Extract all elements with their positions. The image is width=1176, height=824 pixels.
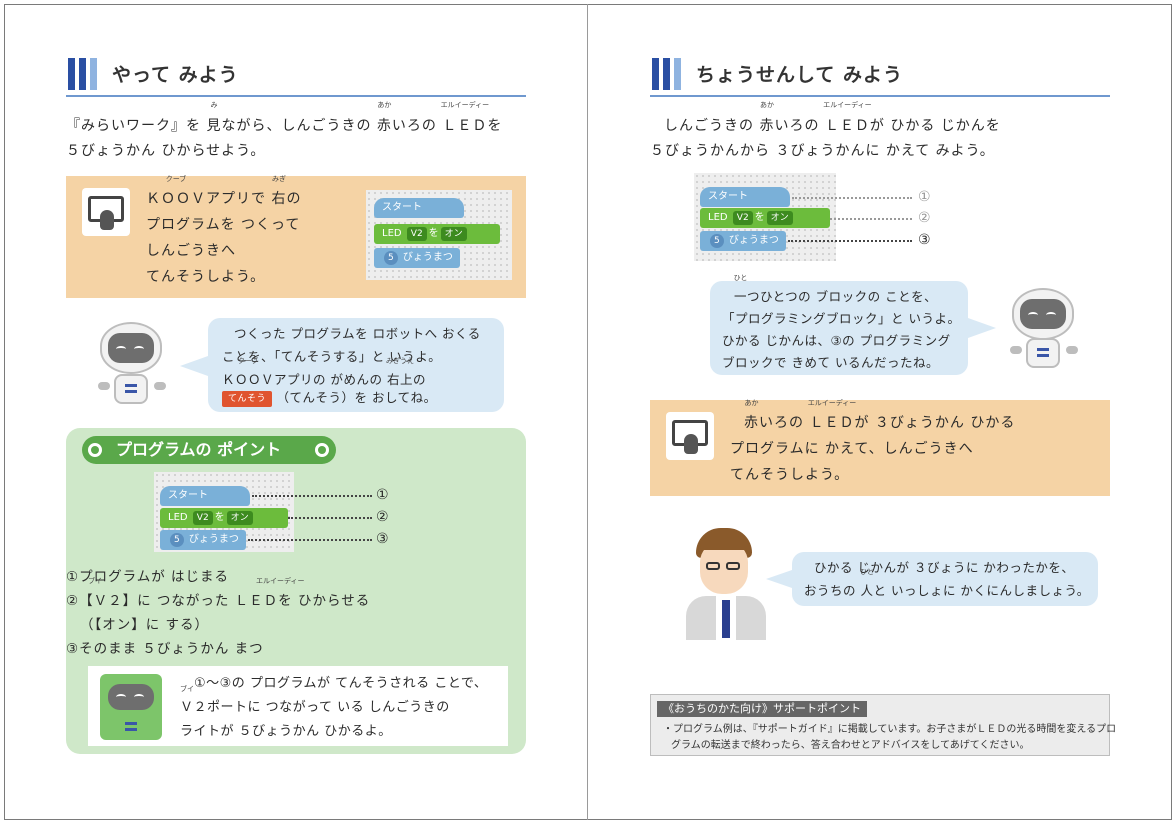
marker-2: ② bbox=[918, 210, 931, 226]
support-title: 《おうちのかた向け》サポートポイント bbox=[657, 701, 867, 717]
bubble-tail bbox=[968, 318, 996, 338]
point-right-icon bbox=[311, 439, 333, 461]
left-page: やって みよう 『みらいワーク』を 見みながら、しんごうきの 赤あかいろの ＬＥ… bbox=[66, 58, 538, 754]
teacher-bubble-tail bbox=[766, 570, 792, 588]
point-title-banner: プログラムの ポイント bbox=[82, 436, 336, 464]
point-block-start: スタート bbox=[160, 486, 250, 506]
support-line-2: グラムの転送まで終わったら、答え合わせとアドバイスをしてあげてください。 bbox=[671, 740, 1030, 751]
tablet-icon bbox=[82, 188, 130, 236]
bubble-line-2: 「プログラミングブロック」と いうよ。 bbox=[722, 311, 961, 326]
leader-2 bbox=[288, 517, 372, 519]
bubble-line-2: ことを、「てんそうする」と いうよ。 bbox=[222, 349, 442, 364]
leader-1 bbox=[252, 495, 372, 497]
heading-bars-icon bbox=[652, 58, 688, 90]
note-line-2: Ｖ２ポートに つながって いる しんごうきのブイ bbox=[180, 685, 450, 715]
leader-1 bbox=[792, 197, 912, 199]
intro-line-2: ５びょうかん ひからせよう。 bbox=[66, 143, 266, 159]
bubble-line-1: 一ひとつひとつの ブロックの ことを、 bbox=[733, 274, 938, 304]
point-item-2-sub: （【オン】に する） bbox=[80, 617, 210, 633]
point-item-3: ③そのまま ５びょうかん まつ bbox=[66, 641, 264, 657]
block-start: スタート bbox=[374, 198, 464, 218]
marker-3: ③ bbox=[918, 232, 931, 248]
block-wait: 5 びょうまつ bbox=[374, 248, 460, 268]
section-heading-left: やって みよう bbox=[68, 58, 538, 98]
leader-3 bbox=[788, 240, 912, 242]
support-point-box: 《おうちのかた向け》サポートポイント ・プログラム例は、『サポートガイド』に掲載… bbox=[650, 694, 1116, 756]
block-wait: 5 びょうまつ bbox=[700, 231, 786, 251]
point-note-box: ①〜③の プログラムが てんそうされる ことで、 Ｖ２ポートに つながって いる… bbox=[88, 666, 508, 746]
block-start: スタート bbox=[700, 187, 790, 207]
section-heading-right: ちょうせんして みよう bbox=[652, 58, 1122, 98]
heading-title: やって みよう bbox=[112, 64, 239, 86]
point-block-wait: 5 びょうまつ bbox=[160, 530, 246, 550]
marker-2: ② bbox=[376, 509, 389, 525]
heading-rule bbox=[650, 95, 1110, 97]
teacher-line-1: ひかる じかんが ３びょうに かわったかを、 bbox=[814, 560, 1075, 575]
heading-title: ちょうせんして みよう bbox=[696, 64, 904, 86]
point-item-2: ②【Ｖ２】に つながった ＬＥＤを ひからせるブイエルイーディー bbox=[66, 577, 371, 609]
bubble-line-1: つくった プログラムを ロボットへ おくる bbox=[234, 326, 481, 341]
point-title: プログラムの ポイント bbox=[116, 440, 282, 459]
marker-3: ③ bbox=[376, 531, 389, 547]
robot-speech-bubble: つくった プログラムを ロボットへ おくる ことを、「てんそうする」と いうよ。… bbox=[208, 318, 504, 412]
task-line-2: プログラムに かえて、しんごうきへ bbox=[730, 441, 974, 457]
bubble-line-3: ひかる じかんは、③の プログラミング bbox=[722, 333, 951, 348]
robot-character-icon bbox=[1008, 288, 1088, 372]
task-line-3: てんそうしよう。 bbox=[730, 467, 850, 483]
page-divider bbox=[587, 4, 588, 820]
marker-1: ① bbox=[918, 189, 931, 205]
robot-character-icon bbox=[96, 322, 176, 412]
tablet-icon bbox=[666, 412, 714, 460]
teacher-character-icon bbox=[686, 528, 768, 640]
task-line-2: プログラムを つくって bbox=[146, 217, 301, 233]
robot-speech-bubble: 一ひとつひとつの ブロックの ことを、 「プログラミングブロック」と いうよ。 … bbox=[710, 274, 968, 375]
bubble-line-4: てんそう （てんそう）を おしてね。 bbox=[222, 386, 437, 409]
note-line-1: ①〜③の プログラムが てんそうされる ことで、 bbox=[194, 676, 488, 691]
marker-1: ① bbox=[376, 487, 389, 503]
bubble-line-4: ブロックで きめて いるんだったね。 bbox=[722, 355, 939, 370]
robot-small-icon bbox=[100, 674, 162, 740]
leader-3 bbox=[248, 539, 372, 541]
heading-rule bbox=[66, 95, 526, 97]
intro-line-2: ５びょうかんから ３びょうかんに かえて みよう。 bbox=[650, 143, 995, 159]
bubble-tail bbox=[180, 356, 208, 376]
leader-2 bbox=[830, 218, 912, 220]
send-button-image: てんそう bbox=[222, 390, 273, 407]
support-line-1: ・プログラム例は、『サポートガイド』に掲載しています。お子さまがＬＥＤの光る時間… bbox=[663, 724, 1117, 735]
teacher-speech-bubble: ひかる じかんが ３びょうに かわったかを、 おうちの 人ひとと いっしょに か… bbox=[792, 552, 1098, 606]
task-line-3: しんごうきへ bbox=[146, 243, 236, 259]
heading-bars-icon bbox=[68, 58, 104, 90]
note-line-3: ライトが ５びょうかん ひかるよ。 bbox=[180, 724, 392, 739]
point-left-icon bbox=[84, 439, 106, 461]
teacher-line-2: おうちの 人ひとと いっしょに かくにんしましょう。 bbox=[804, 568, 1090, 598]
task-line-4: てんそうしよう。 bbox=[146, 269, 266, 285]
point-item-1: ①プログラムが はじまる bbox=[66, 569, 229, 585]
